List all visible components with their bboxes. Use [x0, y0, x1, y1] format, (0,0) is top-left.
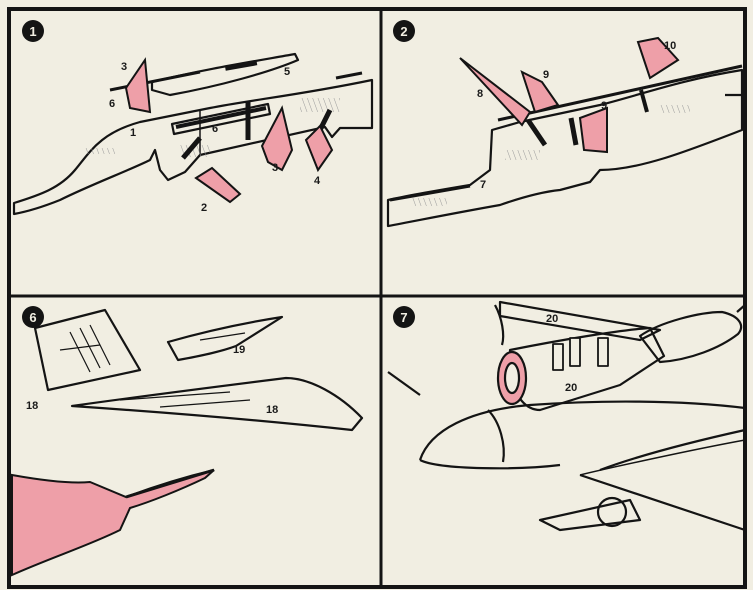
label-part-6: 6: [212, 124, 218, 135]
label-part-3: 3: [121, 62, 127, 73]
label-part-9: 9: [601, 101, 607, 112]
panel-6-pink-parts: [12, 470, 214, 575]
plate-20-upper: [500, 302, 660, 340]
label-part-18: 18: [26, 401, 38, 412]
label-part-5: 5: [284, 67, 290, 78]
part-9-upper: [522, 72, 558, 112]
panel-2-drawing: [388, 66, 742, 226]
panel-1-badge: 1: [22, 20, 44, 42]
part-3-upper: [126, 60, 150, 112]
label-part-6: 6: [109, 99, 115, 110]
fuselage-body: [420, 402, 745, 460]
wing-18: [72, 378, 362, 430]
label-part-9: 9: [543, 70, 549, 81]
panel-7-badge: 7: [393, 306, 415, 328]
label-part-4: 4: [314, 176, 320, 187]
sheet-18-small: [35, 310, 140, 390]
label-part-10: 10: [664, 41, 676, 52]
label-part-20: 20: [565, 383, 577, 394]
part-9-lower: [580, 108, 607, 152]
part-8: [460, 58, 530, 125]
intake-detail: [12, 470, 214, 575]
label-part-18: 18: [266, 405, 278, 416]
panel-7-drawing: [388, 302, 745, 530]
panel-6-drawing: [35, 310, 362, 430]
label-part-19: 19: [233, 345, 245, 356]
canopy-plate-5: [152, 54, 298, 95]
label-part-3: 3: [272, 163, 278, 174]
label-part-20: 20: [546, 314, 558, 325]
panel-6-badge: 6: [22, 306, 44, 328]
part-2: [196, 168, 240, 202]
wing-19: [168, 317, 282, 360]
panel-2-badge: 2: [393, 20, 415, 42]
part-3-lower: [262, 108, 292, 170]
label-part-2: 2: [201, 203, 207, 214]
label-part-1: 1: [130, 128, 136, 139]
label-part-7: 7: [480, 180, 486, 191]
label-part-8: 8: [477, 89, 483, 100]
